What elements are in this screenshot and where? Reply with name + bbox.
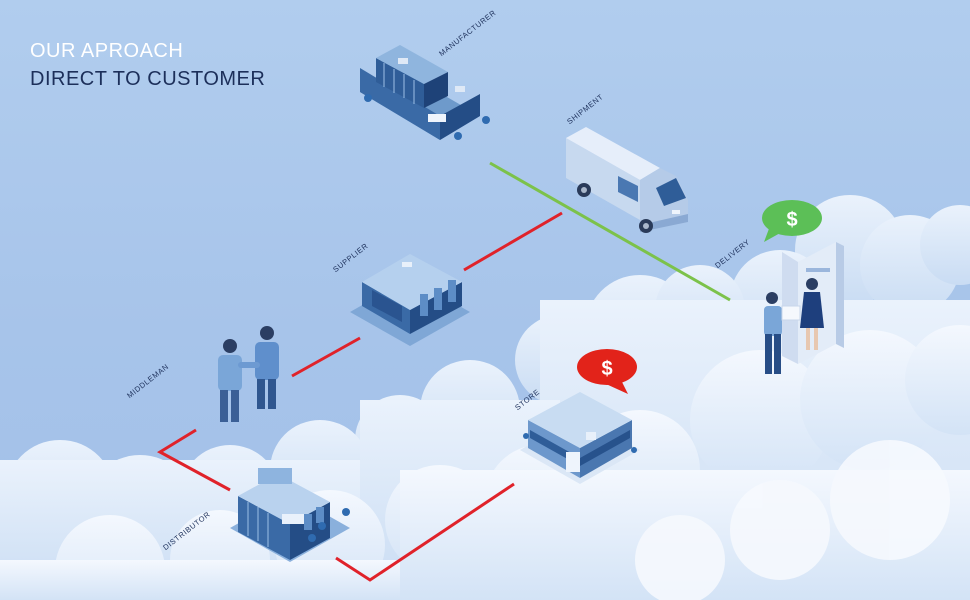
clouds	[0, 195, 970, 600]
delivery-badge-symbol: $	[786, 209, 797, 231]
title-primary: OUR APROACH	[30, 40, 184, 62]
delivery-van-icon	[566, 127, 688, 233]
distributor-building-icon	[230, 468, 350, 562]
traditional-path-lines	[156, 211, 563, 582]
factory-building-icon	[360, 45, 490, 140]
handshake-people-icon	[218, 326, 279, 422]
store-price-badge: $	[577, 349, 637, 394]
direct-path-line	[489, 161, 731, 302]
title-secondary: DIRECT TO CUSTOMER	[30, 68, 266, 90]
delivery-price-badge: $	[762, 200, 822, 242]
store-shop-icon	[520, 392, 640, 484]
store-badge-symbol: $	[601, 358, 612, 380]
customer-delivery-icon	[764, 242, 844, 374]
supplier-warehouse-icon	[350, 254, 470, 346]
